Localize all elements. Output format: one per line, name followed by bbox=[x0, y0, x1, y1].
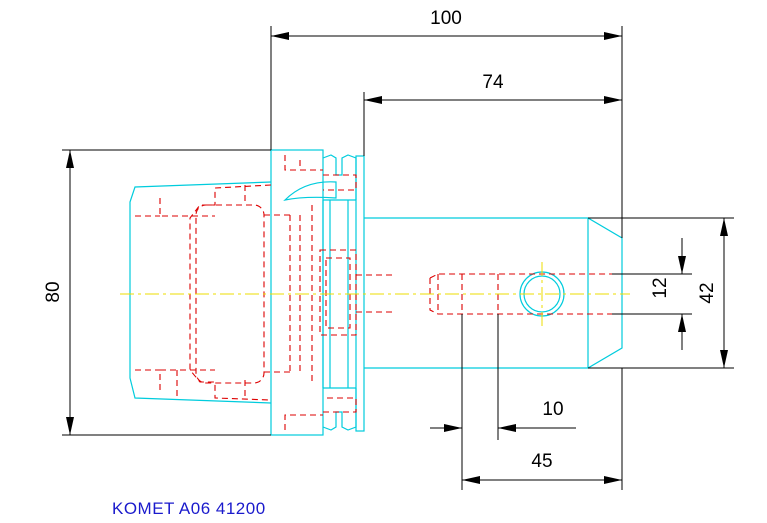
hidden-groove-top bbox=[323, 174, 357, 191]
collar-outline bbox=[322, 154, 357, 200]
arrowhead bbox=[271, 32, 289, 40]
centerlines bbox=[120, 262, 630, 326]
taper-outline bbox=[129, 181, 272, 404]
hidden-flange-top bbox=[284, 155, 323, 171]
hidden-lines bbox=[135, 155, 612, 430]
hidden-screw-block bbox=[319, 249, 357, 336]
hidden-flange-bottom bbox=[284, 414, 323, 430]
dim-label-bore-position: 45 bbox=[531, 451, 552, 472]
hidden-screw-block-inner bbox=[325, 257, 351, 329]
arrowhead bbox=[604, 476, 622, 484]
arrowhead bbox=[66, 150, 74, 168]
arrowhead bbox=[364, 96, 382, 104]
flange-body bbox=[270, 149, 324, 436]
shank-outline bbox=[364, 217, 623, 369]
arrowhead bbox=[604, 32, 622, 40]
arrowhead bbox=[462, 476, 480, 484]
dim-label-flange-diameter: 80 bbox=[43, 281, 64, 302]
arrowhead bbox=[498, 424, 516, 432]
arrowhead bbox=[678, 256, 686, 274]
collar-outline-lower bbox=[322, 388, 357, 431]
hidden-taper-profile bbox=[189, 184, 272, 401]
hidden-tool-bore bbox=[429, 273, 612, 279]
arrowhead bbox=[720, 350, 728, 368]
hidden-taper-cavity bbox=[159, 198, 215, 217]
hidden-groove-bottom bbox=[323, 397, 357, 413]
arrowhead bbox=[444, 424, 462, 432]
arrowhead bbox=[678, 314, 686, 332]
dim-label-bore-diameter: 12 bbox=[650, 277, 671, 298]
arrowhead bbox=[720, 218, 728, 236]
dim-label-shank-diameter: 42 bbox=[697, 282, 718, 303]
arrowhead bbox=[66, 417, 74, 435]
part-title: KOMET A06 41200 bbox=[112, 499, 266, 518]
key-slot bbox=[283, 181, 337, 201]
dim-label-overall-length: 100 bbox=[430, 8, 462, 29]
hidden-tool-bore bbox=[429, 278, 612, 315]
hidden-taper-cavity bbox=[159, 369, 215, 390]
dim-label-shank-length: 74 bbox=[482, 72, 504, 93]
arrowhead bbox=[604, 96, 622, 104]
tool-holder-outline bbox=[129, 149, 623, 436]
dim-label-pin-offset: 10 bbox=[542, 399, 563, 420]
dimension-lines: 100 74 80 42 12 10 bbox=[43, 8, 734, 490]
